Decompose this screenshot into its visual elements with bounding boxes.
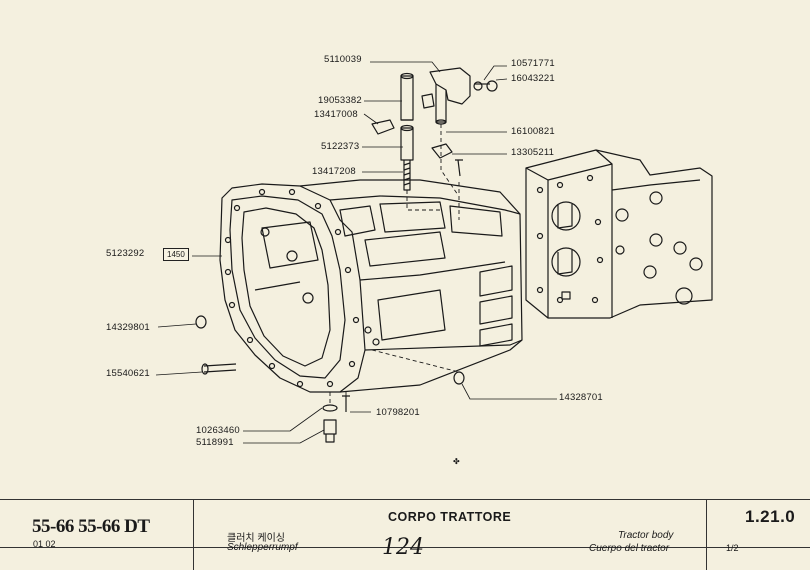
part-number-19053382: 19053382	[318, 95, 362, 106]
part-number-16100821: 16100821	[511, 126, 555, 137]
part-number-10798201: 10798201	[376, 407, 420, 418]
sheet-number: 1/2	[726, 543, 739, 553]
part-number-13417208: 13417208	[312, 166, 356, 177]
page-reference: 1.21.0	[745, 507, 796, 526]
shaft-assembly	[195, 67, 498, 443]
title-spanish: Cuerpo del tractor	[589, 543, 670, 554]
part-number-13417008: 13417008	[314, 109, 358, 120]
title-korean: 클러치 케이싱	[227, 533, 285, 544]
title-german: Schlepperrumpf	[227, 542, 298, 553]
rear-housing	[525, 149, 713, 319]
svg-text:✤: ✤	[453, 457, 460, 466]
part-number-5118991: 5118991	[196, 437, 234, 448]
title-block: 55-66 55-66 DT 01 02 클러치 케이싱 Schlepperru…	[0, 499, 810, 570]
quantity-box-1450: 1450	[163, 248, 189, 261]
title-english: Tractor body	[618, 530, 674, 541]
part-number-5123292: 5123292	[106, 248, 145, 259]
handwritten-page-number: 124	[382, 535, 424, 560]
part-number-14329801: 14329801	[106, 322, 150, 333]
part-number-16043221: 16043221	[511, 73, 555, 84]
part-number-5122373: 5122373	[321, 141, 360, 152]
part-number-5110039: 5110039	[324, 54, 362, 65]
part-number-10571771: 10571771	[511, 58, 555, 69]
part-number-10263460: 10263460	[196, 425, 240, 436]
title-italian: CORPO TRATTORE	[388, 510, 512, 524]
clutch-housing	[219, 179, 523, 393]
part-number-15540621: 15540621	[106, 368, 150, 379]
model-code: 01 02	[33, 539, 56, 549]
model-designation: 55-66 55-66 DT	[32, 516, 150, 537]
part-number-14328701: 14328701	[559, 392, 603, 403]
part-number-13305211: 13305211	[511, 147, 555, 158]
